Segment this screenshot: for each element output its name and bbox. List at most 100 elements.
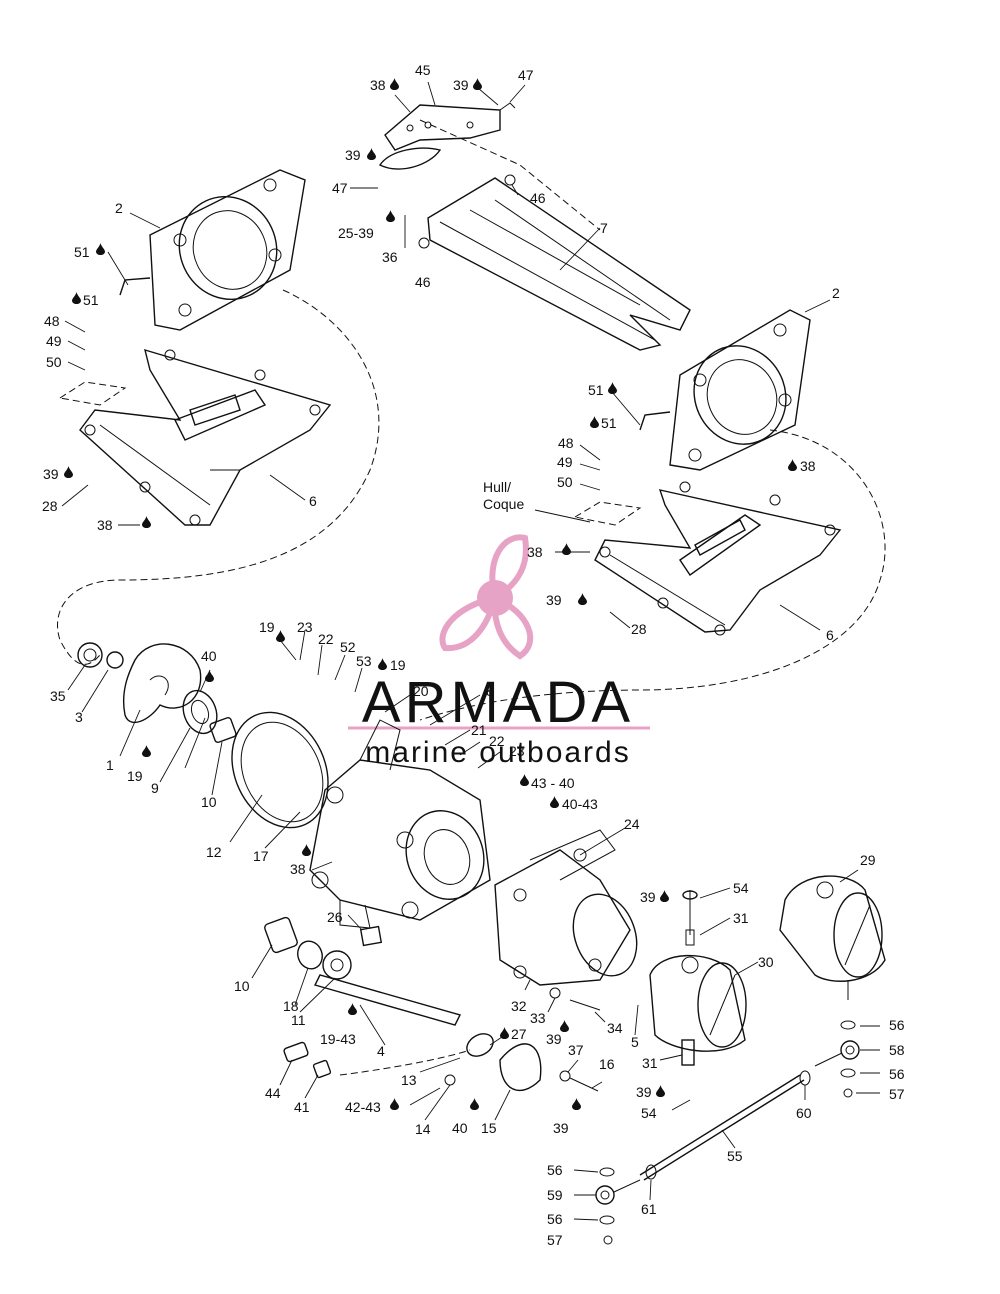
venturi-24 <box>494 829 638 986</box>
bracket-45 <box>378 102 516 170</box>
callout: Hull/ <box>483 479 511 495</box>
callout: 31 <box>642 1055 658 1071</box>
callout: 3 <box>75 709 83 725</box>
callout: 39 <box>546 1031 562 1047</box>
callout: 49 <box>557 454 573 470</box>
callout: 52 <box>340 639 356 655</box>
callout: 39 <box>453 77 469 93</box>
callout: 39 <box>546 592 562 608</box>
callout: 17 <box>253 848 269 864</box>
lubricant-drop-icon <box>562 543 571 555</box>
callout: 41 <box>294 1099 310 1115</box>
callout: 14 <box>415 1121 431 1137</box>
lubricant-drop-icon <box>500 1027 509 1039</box>
callout: 31 <box>733 910 749 926</box>
callout: 54 <box>641 1105 657 1121</box>
pump-housing <box>309 719 491 947</box>
callout: 2 <box>832 285 840 301</box>
lubricant-drop-icon <box>473 78 482 90</box>
callout: 1 <box>106 757 114 773</box>
callout: 37 <box>568 1042 584 1058</box>
callout: 61 <box>641 1201 657 1217</box>
callout: Coque <box>483 496 524 512</box>
lubricant-drop-icon <box>578 593 587 605</box>
callout: 35 <box>50 688 66 704</box>
callout: 40 <box>201 648 217 664</box>
callout: 57 <box>547 1232 563 1248</box>
lubricant-drop-icon <box>572 1098 581 1110</box>
callout: 7 <box>600 220 608 236</box>
nozzle-30 <box>649 890 747 1066</box>
callout: 47 <box>332 180 348 196</box>
callout: 57 <box>889 1086 905 1102</box>
callout: 23 <box>297 619 313 635</box>
leader-lines <box>61 81 880 1221</box>
callout: 40-43 <box>562 796 598 812</box>
plate-6-left <box>58 348 332 526</box>
callout: 46 <box>530 190 546 206</box>
lubricant-drop-icon <box>72 292 81 304</box>
lubricant-drop-icon <box>386 210 395 222</box>
lubricant-drop-icon <box>590 416 599 428</box>
callout: 39 <box>553 1120 569 1136</box>
lubricant-drop-icon <box>378 658 387 670</box>
callout: 10 <box>234 978 250 994</box>
lubricant-drop-icon <box>142 516 151 528</box>
callout: 39 <box>43 466 59 482</box>
callout-labels: 38 45 39 47 39 47 46 7 25-39 36 46 2 51 … <box>42 62 905 1248</box>
callout: 48 <box>558 435 574 451</box>
callout: 51 <box>74 244 90 260</box>
callout: 38 <box>800 458 816 474</box>
flange-2-right <box>639 309 811 471</box>
callout: 56 <box>547 1211 563 1227</box>
lubricant-drop-icon <box>367 148 376 160</box>
callout: 32 <box>511 998 527 1014</box>
callout: 56 <box>547 1162 563 1178</box>
callout: 39 <box>636 1084 652 1100</box>
callout: 47 <box>518 67 534 83</box>
brand-tagline: marine outboards <box>365 736 630 769</box>
callout: 19 <box>390 657 406 673</box>
callout: 50 <box>46 354 62 370</box>
armada-logo: ARMADA marine outboards <box>348 534 650 769</box>
lubricant-drop-icon <box>390 1098 399 1110</box>
lubricant-drop-icon <box>142 745 151 757</box>
callout: 60 <box>796 1105 812 1121</box>
callout: 22 <box>489 733 505 749</box>
frame-7 <box>418 174 691 351</box>
callout: 19 <box>127 768 143 784</box>
callout: 48 <box>44 313 60 329</box>
lubricant-drop-icon <box>348 1003 357 1015</box>
callout: 4 <box>377 1043 385 1059</box>
callout: 12 <box>206 844 222 860</box>
callout: 38 <box>370 77 386 93</box>
callout: 51 <box>83 292 99 308</box>
lubricant-drop-icon <box>608 382 617 394</box>
lubricant-drop-icon <box>302 844 311 856</box>
callout: 53 <box>356 653 372 669</box>
callout: 10 <box>201 794 217 810</box>
callout: 22 <box>318 631 334 647</box>
steering-linkage <box>549 987 860 1245</box>
callout: 18 <box>283 998 299 1014</box>
callout: 34 <box>607 1020 623 1036</box>
flange-2-left <box>119 169 306 331</box>
plate-6-right <box>573 481 842 636</box>
callout: 39 <box>345 147 361 163</box>
callout: 6 <box>309 493 317 509</box>
callout: 8 <box>486 683 494 699</box>
lubricant-drop-icon <box>470 1098 479 1110</box>
lubricant-drop-icon <box>520 774 529 786</box>
callout: 28 <box>42 498 58 514</box>
callout: 36 <box>382 249 398 265</box>
lubricant-drop-icon <box>660 890 669 902</box>
lubricant-drop-icon <box>656 1085 665 1097</box>
callout: 19-43 <box>320 1031 356 1047</box>
callout: 54 <box>733 880 749 896</box>
lubricant-drop-icon <box>64 466 73 478</box>
callout: 19 <box>259 619 275 635</box>
callout: 16 <box>599 1056 615 1072</box>
callout: 46 <box>415 274 431 290</box>
callout: 27 <box>511 1026 527 1042</box>
